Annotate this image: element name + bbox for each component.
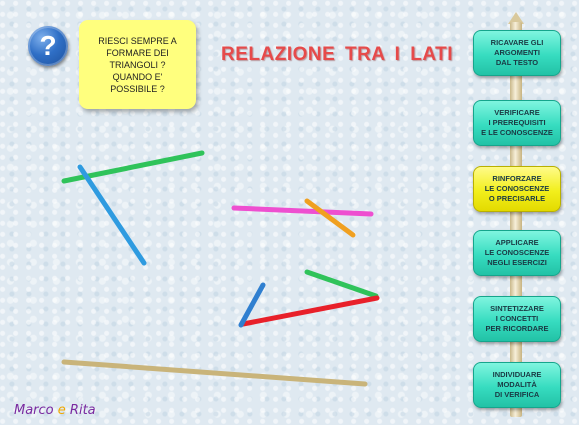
nav-button-verificare[interactable]: VERIFICARE I PREREQUISITI E LE CONOSCENZ… bbox=[473, 100, 561, 146]
nav-button-line: APPLICARE bbox=[495, 238, 539, 247]
nav-button-line: INDIVIDUARE bbox=[492, 370, 542, 379]
nav-button-line: ARGOMENTI bbox=[494, 48, 540, 57]
nav-button-line: SINTETIZZARE bbox=[490, 304, 544, 313]
question-note: RIESCI SEMPRE A FORMARE DEI TRIANGOLI ? … bbox=[79, 20, 196, 109]
nav-button-line: NEGLI ESERCIZI bbox=[487, 258, 547, 267]
brand-logo: Marco e Rita bbox=[14, 403, 96, 418]
nav-button-applicare[interactable]: APPLICARE LE CONOSCENZE NEGLI ESERCIZI bbox=[473, 230, 561, 276]
stick-red[interactable] bbox=[240, 295, 380, 327]
note-line: POSSIBILE ? bbox=[110, 83, 165, 94]
nav-button-line: VERIFICARE bbox=[494, 108, 540, 117]
nav-button-line: RICAVARE GLI bbox=[490, 38, 544, 47]
nav-button-line: I CONCETTI bbox=[495, 314, 539, 323]
note-line: TRIANGOLI ? bbox=[109, 59, 166, 70]
nav-button-line: DI VERIFICA bbox=[494, 390, 540, 399]
stick-pink[interactable] bbox=[231, 205, 374, 217]
help-button[interactable]: ? bbox=[28, 26, 68, 66]
nav-button-line: MODALITÀ bbox=[497, 380, 537, 389]
nav-button-line: I PREREQUISITI bbox=[488, 118, 546, 127]
nav-button-rinforzare[interactable]: RINFORZARE LE CONOSCENZE O PRECISARLE bbox=[473, 166, 561, 212]
stick-blue-left[interactable] bbox=[77, 164, 147, 266]
question-mark-icon: ? bbox=[39, 30, 57, 61]
note-line: QUANDO E' bbox=[112, 71, 163, 82]
nav-button-line: PER RICORDARE bbox=[485, 324, 549, 333]
nav-button-ricavare[interactable]: RICAVARE GLI ARGOMENTI DAL TESTO bbox=[473, 30, 561, 76]
brand-word: Marco bbox=[14, 403, 54, 418]
brand-word: Rita bbox=[69, 403, 96, 418]
nav-button-line: DAL TESTO bbox=[495, 58, 539, 67]
note-line: RIESCI SEMPRE A bbox=[98, 35, 177, 46]
nav-button-sintetizzare[interactable]: SINTETIZZARE I CONCETTI PER RICORDARE bbox=[473, 296, 561, 342]
pole-shaft bbox=[510, 22, 522, 417]
stick-orange[interactable] bbox=[304, 198, 356, 238]
pole-tip bbox=[508, 12, 524, 24]
nav-button-line: O PRECISARLE bbox=[488, 194, 546, 203]
stick-tan-long[interactable] bbox=[61, 359, 368, 387]
nav-button-line: RINFORZARE bbox=[492, 174, 542, 183]
nav-button-individuare[interactable]: INDIVIDUARE MODALITÀ DI VERIFICA bbox=[473, 362, 561, 408]
note-line: FORMARE DEI bbox=[106, 47, 169, 58]
stick-green-bottom[interactable] bbox=[304, 269, 379, 299]
stick-blue-small[interactable] bbox=[238, 282, 266, 328]
nav-button-line: LE CONOSCENZE bbox=[484, 184, 550, 193]
nav-button-line: LE CONOSCENZE bbox=[484, 248, 550, 257]
page-title: RELAZIONE TRA I LATI bbox=[221, 44, 454, 65]
brand-word: e bbox=[57, 403, 66, 418]
nav-button-line: E LE CONOSCENZE bbox=[481, 128, 553, 137]
